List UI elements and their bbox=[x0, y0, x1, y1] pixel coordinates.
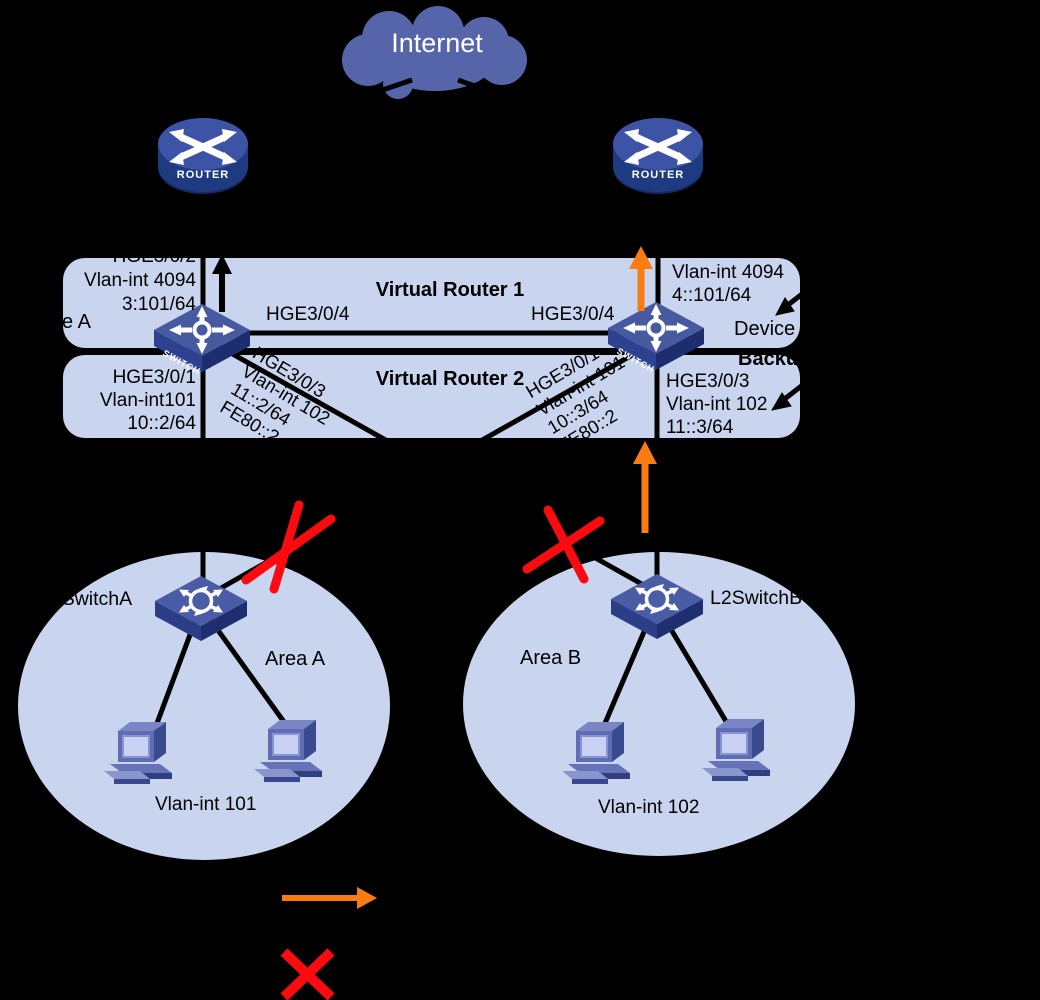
virtual-router-2-zone bbox=[63, 355, 800, 438]
virtual-router-1-title: Virtual Router 1 bbox=[375, 279, 525, 301]
interface-label: HGE3/0/4 bbox=[266, 304, 350, 325]
backup-label: Backup bbox=[738, 348, 811, 370]
interface-label: 11::3/64 bbox=[666, 417, 734, 438]
internet-label: Internet bbox=[391, 28, 483, 58]
red-x-icon bbox=[522, 505, 605, 584]
interface-label: Vlan-int 4094 bbox=[672, 262, 784, 283]
router-b-icon bbox=[613, 118, 703, 194]
pointer-arrows bbox=[770, 289, 808, 411]
interface-label: HGE3/0/2 bbox=[112, 246, 196, 267]
black-up-arrow bbox=[212, 254, 232, 312]
red-x-icon bbox=[241, 500, 336, 594]
area-a-vlan-label: Vlan-int 101 bbox=[155, 794, 257, 815]
router-a-icon bbox=[158, 118, 248, 194]
interface-label: FE80::1 bbox=[129, 436, 196, 457]
legend bbox=[280, 887, 377, 1000]
area-b-label: Area B bbox=[520, 647, 582, 669]
area-b-zone bbox=[463, 552, 855, 856]
l2switcha-label: L2SwitchA bbox=[40, 588, 133, 610]
legend-orange-arrow-icon bbox=[282, 887, 377, 909]
interface-label: Vlan-int 4094 bbox=[84, 270, 196, 291]
interface-label: 4::101/64 bbox=[672, 285, 752, 306]
vr2-right-interface-labels: HGE3/0/3 Vlan-int 102 11::3/64 bbox=[666, 370, 767, 439]
blocked-link-marks bbox=[241, 500, 605, 594]
area-a-zone bbox=[18, 552, 390, 860]
area-a-label: Area A bbox=[265, 648, 326, 670]
legend-red-x-icon bbox=[280, 948, 335, 1000]
virtual-router-2-title: Virtual Router 2 bbox=[375, 368, 525, 390]
interface-label: HGE3/0/1 bbox=[112, 367, 196, 388]
orange-arrow-to-router-b bbox=[629, 246, 653, 311]
interface-label: 10::2/64 bbox=[127, 413, 196, 434]
area-b-vlan-label: Vlan-int 102 bbox=[598, 797, 700, 818]
l2switchb-label: L2SwitchB bbox=[710, 587, 803, 609]
vr2-left-interface-labels: HGE3/0/1 Vlan-int101 10::2/64 FE80::1 bbox=[60, 366, 196, 458]
device-a-label: Device A bbox=[12, 311, 91, 333]
vr1-left-interface-labels: HGE3/0/2 Vlan-int 4094 3:101/64 bbox=[60, 245, 196, 317]
orange-arrow-to-device-b bbox=[633, 441, 657, 533]
vr1-right-interface-labels: Vlan-int 4094 4::101/64 bbox=[672, 261, 784, 307]
black-pointer-arrow bbox=[775, 289, 808, 316]
traffic-arrows bbox=[212, 246, 657, 533]
interface-label: Vlan-int101 bbox=[99, 390, 196, 411]
device-b-label: Device B bbox=[734, 318, 815, 340]
black-pointer-arrow bbox=[770, 382, 806, 411]
interface-label: HGE3/0/4 bbox=[531, 304, 615, 325]
interface-label: Vlan-int 102 bbox=[666, 394, 768, 415]
interface-label: HGE3/0/3 bbox=[666, 371, 750, 392]
interface-label: 3:101/64 bbox=[122, 294, 196, 315]
